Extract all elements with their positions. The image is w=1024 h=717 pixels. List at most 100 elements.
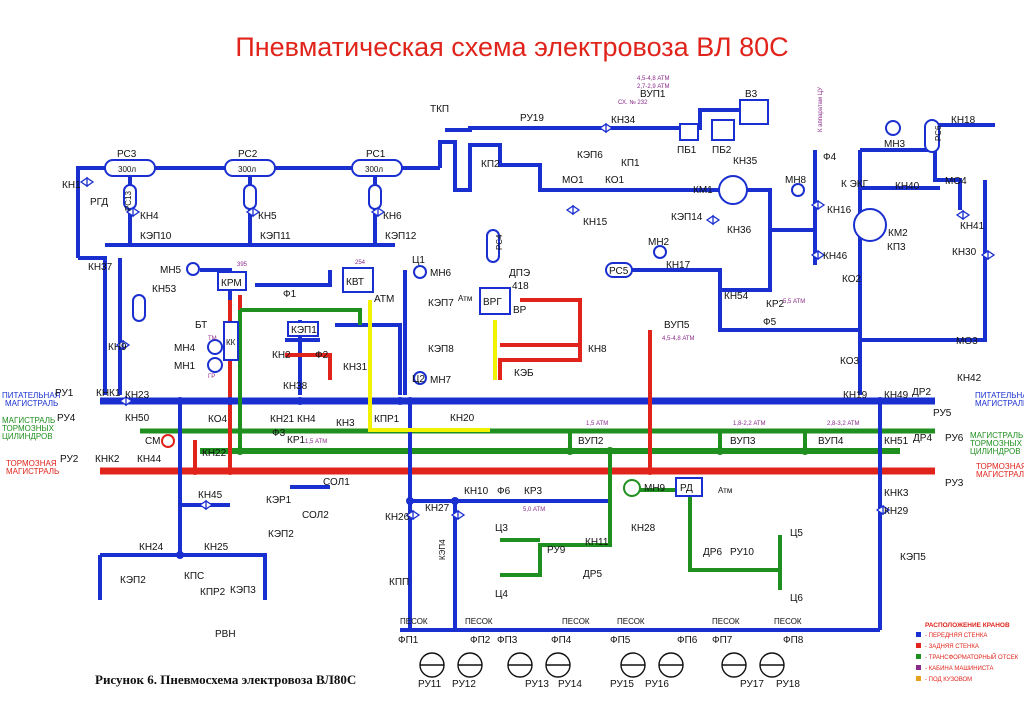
ru18-label: РУ18: [776, 679, 800, 690]
v3-box: [739, 99, 769, 125]
cyl-left-label-3: ЦИЛИНДРОВ: [2, 432, 53, 441]
kn45-label: КН45: [198, 490, 223, 501]
kn36-label: КН36: [727, 225, 752, 236]
legend-item-1: - ЗАДНЯЯ СТЕНКА: [925, 644, 979, 650]
ru11-label: РУ11: [418, 679, 442, 690]
kn34-label: КН34: [611, 115, 636, 126]
kep7-label: КЭП7: [428, 298, 454, 309]
sol2-label: СОЛ2: [302, 510, 329, 521]
vup1-note-b: 2,7-2,9 АТМ: [637, 84, 670, 90]
kn10-label: КН10: [464, 486, 489, 497]
green-junctions: [236, 447, 809, 455]
sand-labels: ПЕСОК ПЕСОК ПЕСОК ПЕСОК ПЕСОК ПЕСОК ФП1 …: [398, 617, 804, 690]
legend-item-4: - ПОД КУЗОВОМ: [925, 677, 972, 683]
top-line: [445, 108, 740, 132]
kn2-label: КН2: [272, 350, 291, 361]
rgd-label: РГД: [90, 197, 108, 208]
c4-label: Ц4: [495, 589, 508, 600]
pesok-2: ПЕСОК: [465, 617, 493, 626]
mn5-label: МН5: [160, 265, 182, 276]
ru12-label: РУ12: [452, 679, 476, 690]
ko1-label: КО1: [605, 175, 624, 186]
kvt-box: [342, 267, 374, 293]
left-vertical: [78, 256, 107, 395]
krm-note: 395: [237, 262, 248, 268]
ru4-label: РУ4: [57, 413, 76, 424]
kep2-label: КЭП2: [268, 529, 294, 540]
atm2-label: Атм: [458, 294, 472, 303]
kpp-label: КПП: [389, 577, 409, 588]
rs3-volume: 300л: [118, 165, 136, 174]
mn2-label: МН2: [648, 237, 670, 248]
knk2-label: КНК2: [95, 454, 120, 465]
krm-box: [217, 271, 247, 291]
ker1-label: КЭР1: [266, 495, 292, 506]
component-boxes: [123, 99, 940, 497]
kr2-note: 5,5 АТМ: [783, 299, 805, 305]
ru9-label: РУ9: [547, 545, 566, 556]
ko4-label: КО4: [208, 414, 227, 425]
rs2-label: РС2: [238, 149, 258, 160]
rs2-volume: 300л: [238, 165, 256, 174]
rs1-label: РС1: [366, 149, 386, 160]
kep1-box: [287, 321, 319, 337]
f2-label: Ф2: [315, 350, 329, 361]
kn16-label: КН16: [827, 205, 852, 216]
kn20-label: КН20: [450, 413, 475, 424]
kn23-label: КН23: [125, 390, 150, 401]
tkp-label: ТКП: [430, 104, 449, 115]
component-labels: КН1 РС13 КН4 КН5 КН6 РГД КЭП10 КЭП11 КЭП…: [55, 76, 985, 640]
mn4-gauge: [207, 339, 223, 355]
vup4-note: 2,8-3,2 АТМ: [827, 421, 860, 427]
vup3-label: ВУП3: [730, 436, 756, 447]
legend-swatch-1: [916, 643, 921, 648]
kr2-label: КР2: [766, 299, 784, 310]
cyl-right-label-2: ТОРМОЗНЫХ: [970, 439, 1023, 448]
kn8-label: КН8: [588, 344, 607, 355]
pesok-6: ПЕСОК: [774, 617, 802, 626]
kn19-label: КН19: [843, 390, 868, 401]
right-mo4: [933, 150, 962, 210]
ru19-label: РУ19: [520, 113, 544, 124]
knk3-label: КНК3: [884, 488, 909, 499]
page-title: Пневматическая схема электровоза ВЛ 80С: [235, 32, 789, 62]
rs11-box: [368, 184, 382, 210]
main-lines: [100, 397, 935, 475]
vup2-note: 1,5 АТМ: [586, 421, 608, 427]
yellow-kvt: [368, 300, 490, 432]
kn31-line: [335, 323, 402, 395]
reservoir-rs1: РС1 300л: [351, 149, 403, 177]
kep3-label: КЭП3: [230, 585, 256, 596]
kep5-label: КЭП5: [900, 552, 926, 563]
legend-item-3: - КАБИНА МАШИНИСТА: [925, 666, 993, 672]
kn46-label: КН46: [823, 251, 848, 262]
rs3-label: РС3: [117, 149, 137, 160]
kn31-label: КН31: [343, 362, 368, 373]
kr3-label: КР3: [524, 486, 542, 497]
mn4-label: МН4: [174, 343, 196, 354]
legend-swatch-4: [916, 676, 921, 681]
brake-left-label: ТОРМОЗНАЯ: [6, 459, 57, 468]
fp2-label: ФП2: [470, 635, 491, 646]
kn29-label: КН29: [884, 506, 909, 517]
rs6-box: [924, 119, 940, 153]
right-kn30: [950, 180, 987, 342]
atm3-label: Атм: [718, 486, 732, 495]
supply-left-label: ПИТАТЕЛЬНАЯ: [2, 391, 61, 400]
kn54-label: КН54: [724, 291, 749, 302]
ru15-label: РУ15: [610, 679, 634, 690]
vrg-box: [479, 287, 511, 315]
vup1-label: ВУП1: [640, 89, 666, 100]
kep6-label: КЭП6: [577, 150, 603, 161]
kn24-label: КН24: [139, 542, 164, 553]
legend-item-0: - ПЕРЕДНЯЯ СТЕНКА: [925, 633, 987, 639]
f6-label: Ф6: [497, 486, 511, 497]
kp2-label: КП2: [481, 159, 500, 170]
kpr2-label: КПР2: [200, 587, 226, 598]
cyl-left-label: МАГИСТРАЛЬ: [2, 416, 55, 425]
km2-label: КМ2: [888, 228, 908, 239]
vrg-label: ВРГ: [483, 297, 502, 308]
c2-label: Ц2: [412, 374, 425, 385]
figure-caption: Рисунок 6. Пневмосхема электровоза ВЛ80С: [95, 672, 357, 687]
